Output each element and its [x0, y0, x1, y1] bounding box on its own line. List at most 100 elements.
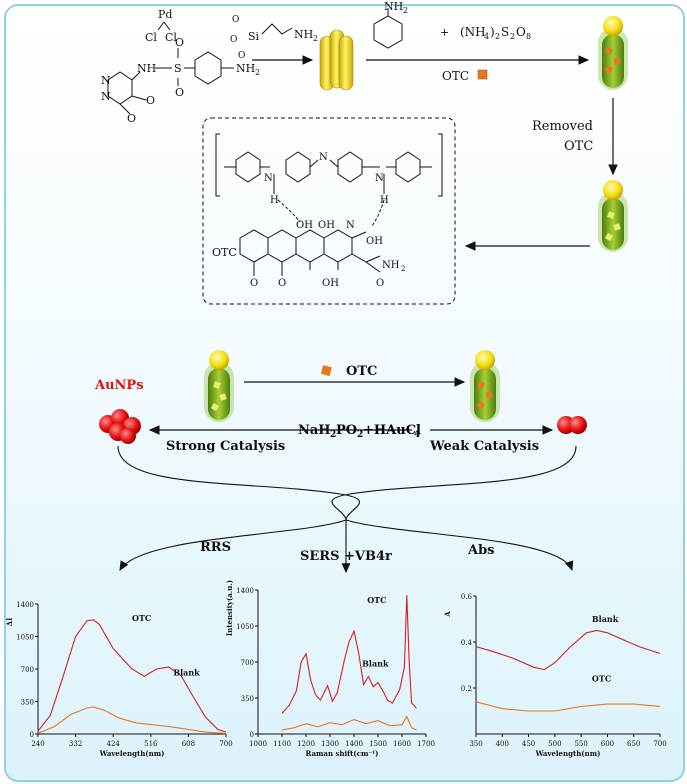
- svg-text:2: 2: [401, 265, 405, 273]
- svg-text:O: O: [516, 25, 526, 39]
- silicon-atom: Si: [248, 30, 260, 43]
- chart2-x-tick-label: 550: [574, 740, 587, 748]
- pd-label: Pd: [158, 8, 172, 21]
- chart1-x-tick-label: 1400: [345, 740, 363, 748]
- svg-text:8: 8: [526, 32, 531, 41]
- hydroxyl-2: OH: [318, 220, 335, 231]
- svg-text:+HAuCl: +HAuCl: [363, 423, 421, 438]
- otc-middle-label: OTC: [346, 364, 377, 379]
- chart0-x-tick-label: 700: [219, 740, 232, 748]
- chart1-y-tick-label: 350: [241, 695, 254, 703]
- chart0-x-tick-label: 332: [69, 740, 82, 748]
- methoxy-o1: O: [146, 94, 155, 107]
- reagent-label: NaH: [298, 423, 331, 438]
- strong-catalysis-label: Strong Catalysis: [166, 439, 285, 454]
- aunps-label: AuNPs: [94, 378, 144, 393]
- carbonyl-o3: O: [376, 278, 384, 289]
- chart1-x-tick-label: 1600: [393, 740, 411, 748]
- sers-label: SERS +VB4r: [300, 549, 392, 564]
- chart1-x-axis-label: Raman shift(cm⁻¹): [306, 749, 379, 758]
- hydroxyl-1: OH: [296, 220, 313, 231]
- hydroxyl-3: OH: [366, 236, 383, 247]
- rrs-label: RRS: [200, 540, 231, 555]
- svg-text:O: O: [230, 35, 237, 45]
- chart1-y-tick-label: 1400: [236, 587, 254, 595]
- mip-nanorod-empty: [598, 180, 628, 252]
- chart1-y-tick-label: 1050: [236, 623, 254, 631]
- svg-text:2: 2: [330, 430, 336, 440]
- chart0-x-tick-label: 608: [182, 740, 195, 748]
- sulfur-atom: S: [174, 62, 182, 75]
- chart2-legend-blank: Blank: [592, 614, 619, 624]
- chart2-x-tick-label: 600: [601, 740, 614, 748]
- chart2-y-tick-label: 0.6: [461, 593, 473, 601]
- chart0-y-tick-label: 700: [21, 666, 34, 674]
- chart2-y-tick-label: 0.4: [461, 639, 473, 647]
- chart1-x-tick-label: 1200: [297, 740, 315, 748]
- chart1-x-tick-label: 1500: [369, 740, 387, 748]
- chart2-legend-otc: OTC: [592, 674, 611, 684]
- chart2-x-tick-label: 700: [653, 740, 666, 748]
- pyrimidine-n2: N: [101, 90, 111, 103]
- cl-label-2: Cl: [165, 31, 177, 44]
- svg-text:2: 2: [255, 68, 260, 77]
- figure-frame: [4, 4, 685, 782]
- chart1-series-otc: [281, 715, 417, 731]
- amine-label-2: NH: [294, 28, 313, 41]
- chart1-y-axis-label: Intensity(a.u.): [225, 580, 234, 636]
- chart0-y-tick-label: 1050: [16, 634, 34, 642]
- chart0-x-tick-label: 240: [31, 740, 44, 748]
- mip-nanorod-with-otc: [598, 16, 628, 90]
- quinoid-n1: N: [264, 173, 273, 184]
- chart0-y-tick-label: 1400: [16, 601, 34, 609]
- chart1-x-tick-label: 1100: [273, 740, 291, 748]
- otc-structure-label: OTC: [212, 246, 237, 259]
- svg-text:2: 2: [357, 430, 363, 440]
- chart0-series-blank: [37, 619, 227, 733]
- plus-sign: +: [440, 26, 449, 39]
- svg-text:O: O: [232, 15, 239, 25]
- chart1-x-tick-label: 1000: [249, 740, 267, 748]
- oxygen-atom-1: O: [175, 36, 184, 49]
- amine-n-middle: N: [319, 152, 328, 163]
- nh-sulfonamide: NH: [137, 62, 156, 75]
- otc-cube-icon: [477, 69, 488, 80]
- aunp-cluster-right: [557, 416, 587, 434]
- svg-text:S: S: [501, 25, 509, 39]
- chart2-y-axis-label: A: [443, 611, 452, 618]
- merge-curves: [117, 445, 577, 574]
- imprint-structure-box: [202, 117, 456, 305]
- chart0-x-tick-label: 516: [144, 740, 158, 748]
- aniline-amine: NH: [384, 0, 403, 13]
- chart2-x-tick-label: 450: [522, 740, 535, 748]
- cl-label-1: Cl: [145, 31, 157, 44]
- persulfate-label: (NH: [460, 25, 486, 39]
- chart1-series-blank: [281, 595, 417, 714]
- svg-text:PO: PO: [336, 423, 357, 438]
- chart1-legend-otc: OTC: [367, 595, 386, 605]
- chart2-x-tick-label: 650: [627, 740, 640, 748]
- mip-nanorod-left: [204, 350, 234, 422]
- svg-text:2: 2: [313, 34, 318, 43]
- proton-h2: H: [380, 195, 389, 206]
- chart0-x-axis-label: Wavelength(nm): [99, 749, 165, 758]
- oxygen-atom-2: O: [175, 86, 184, 99]
- chart2-series-otc: [475, 701, 661, 712]
- chart0-y-tick-label: 350: [21, 699, 34, 707]
- quinoid-n2: N: [375, 173, 384, 184]
- polyaniline-otc-structure: [215, 133, 443, 276]
- mip-nanorod-right: [470, 350, 500, 422]
- chart2-series-blank: [475, 629, 661, 671]
- aunp-cluster-left: [99, 409, 141, 444]
- aptes-molecule: Si O O O NH 2: [230, 15, 318, 61]
- methoxy-o2: O: [127, 112, 136, 125]
- hydroxyl-4: OH: [322, 278, 339, 289]
- otc-template-label: OTC: [442, 69, 469, 83]
- chart0-y-tick-label: 0: [30, 731, 34, 739]
- svg-text:): ): [490, 25, 495, 39]
- removed-label: Removed: [532, 119, 593, 134]
- dimethylamine-n: N: [346, 220, 355, 231]
- amine-label-1: NH: [236, 62, 255, 75]
